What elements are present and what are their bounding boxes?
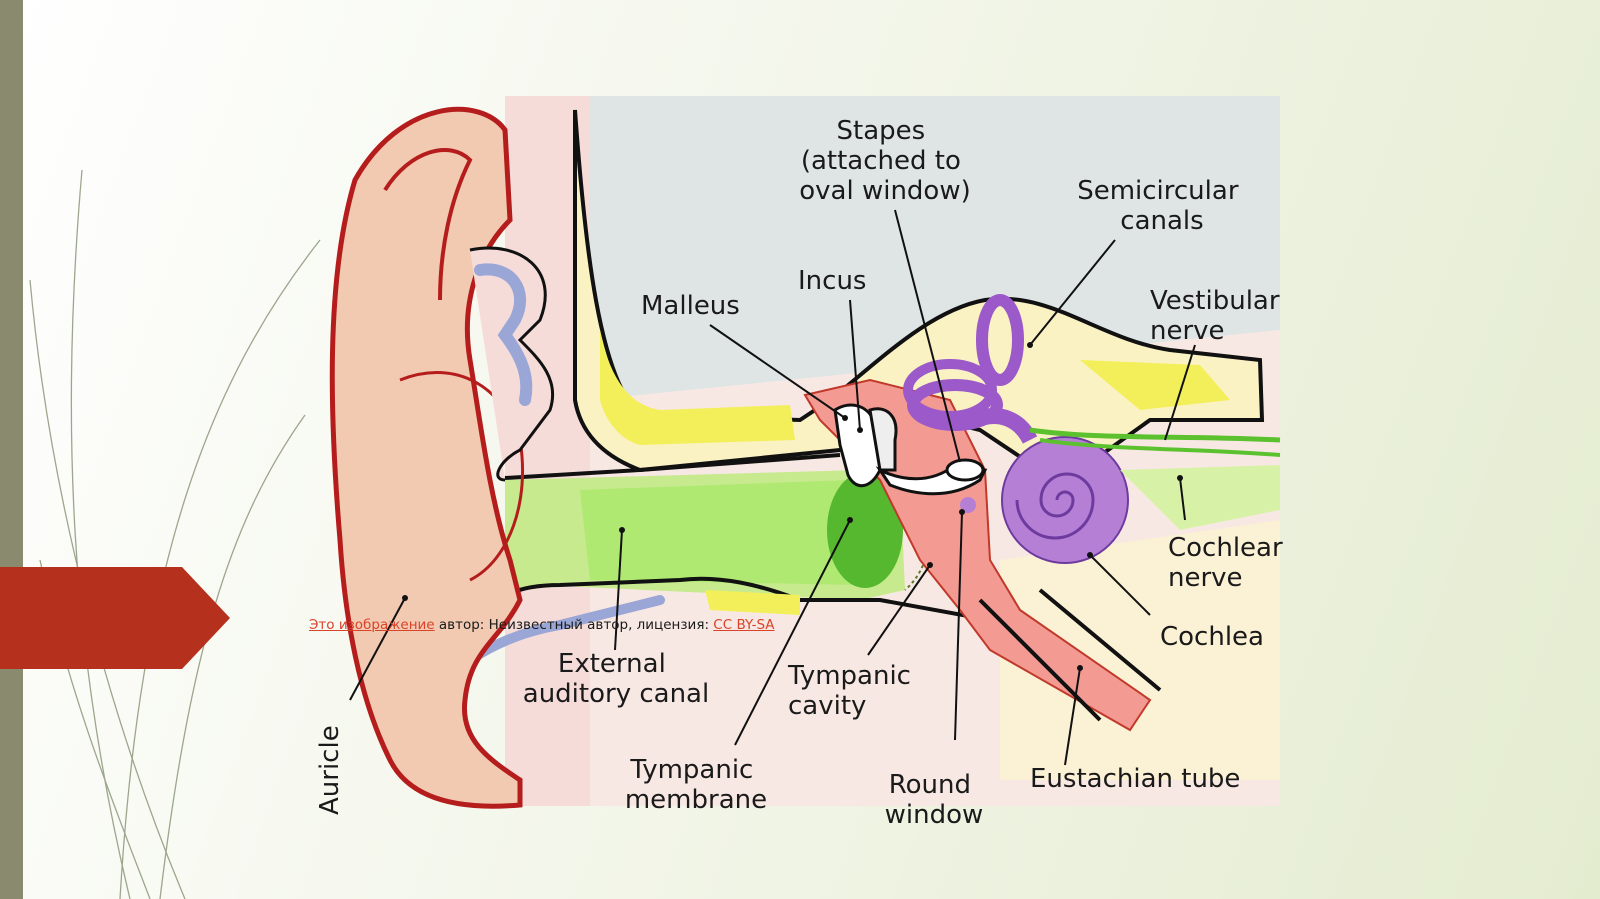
label-vestibular-nerve: Vestibular nerve [1150, 286, 1288, 346]
slide-accent-bar [0, 0, 23, 899]
label-auricle: Auricle [315, 725, 345, 815]
oval-window [945, 458, 985, 482]
attribution-license-link[interactable]: CC BY-SA [713, 617, 775, 633]
canal-upper-edge [504, 453, 841, 480]
label-tympanic-cavity: Tympanic cavity [787, 661, 919, 721]
label-cochlea: Cochlea [1160, 622, 1264, 652]
label-semicircular-canals: Semicircular canals [1077, 176, 1247, 236]
vestibular-nerve [1029, 427, 1281, 443]
round-window-shape [960, 497, 976, 513]
cartilage-upper [474, 263, 533, 406]
cochlea-spiral [1015, 472, 1095, 540]
helix-inner [383, 148, 473, 301]
attribution-image-link[interactable]: Это изображение [309, 617, 435, 633]
vestibule [972, 408, 1038, 445]
eustachian-edge-2 [1038, 588, 1162, 692]
incus-bone [868, 407, 898, 472]
red-arrow-shape [0, 567, 230, 669]
canal-bone-bottom [705, 590, 800, 615]
cochlear-nerve [1120, 465, 1280, 530]
label-external-auditory-canal: External auditory canal [523, 649, 709, 709]
eustachian-edge-1 [978, 598, 1102, 722]
lower-bone [1000, 520, 1280, 780]
label-incus: Incus [798, 266, 866, 296]
label-cochlear-nerve: Cochlear nerve [1168, 533, 1291, 593]
label-stapes: Stapes (attached to oval window) [799, 116, 971, 206]
pointer-lines [349, 209, 1196, 766]
pointer-dots [402, 342, 1183, 671]
label-tympanic-membrane: Tympanic membrane [625, 755, 767, 815]
cochlea-shape [1001, 436, 1129, 564]
auricle-shape [329, 106, 523, 809]
label-malleus: Malleus [641, 291, 740, 321]
image-attribution: Это изображение автор: Неизвестный автор… [309, 617, 775, 633]
semicircular-canal-1 [976, 294, 1024, 386]
attribution-text: автор: Неизвестный автор, лицензия: [434, 617, 714, 633]
label-round-window: Round window [885, 770, 984, 830]
canal-green [580, 480, 860, 585]
tragus [469, 246, 555, 482]
label-eustachian-tube: Eustachian tube [1030, 764, 1240, 794]
vestibular-nerve-2 [1039, 438, 1281, 457]
tympanic-membrane [827, 472, 903, 588]
bone-yellow-area-2 [1080, 360, 1230, 410]
bone-yellow-area [600, 330, 795, 445]
semicircular-canal-3 [903, 359, 997, 421]
